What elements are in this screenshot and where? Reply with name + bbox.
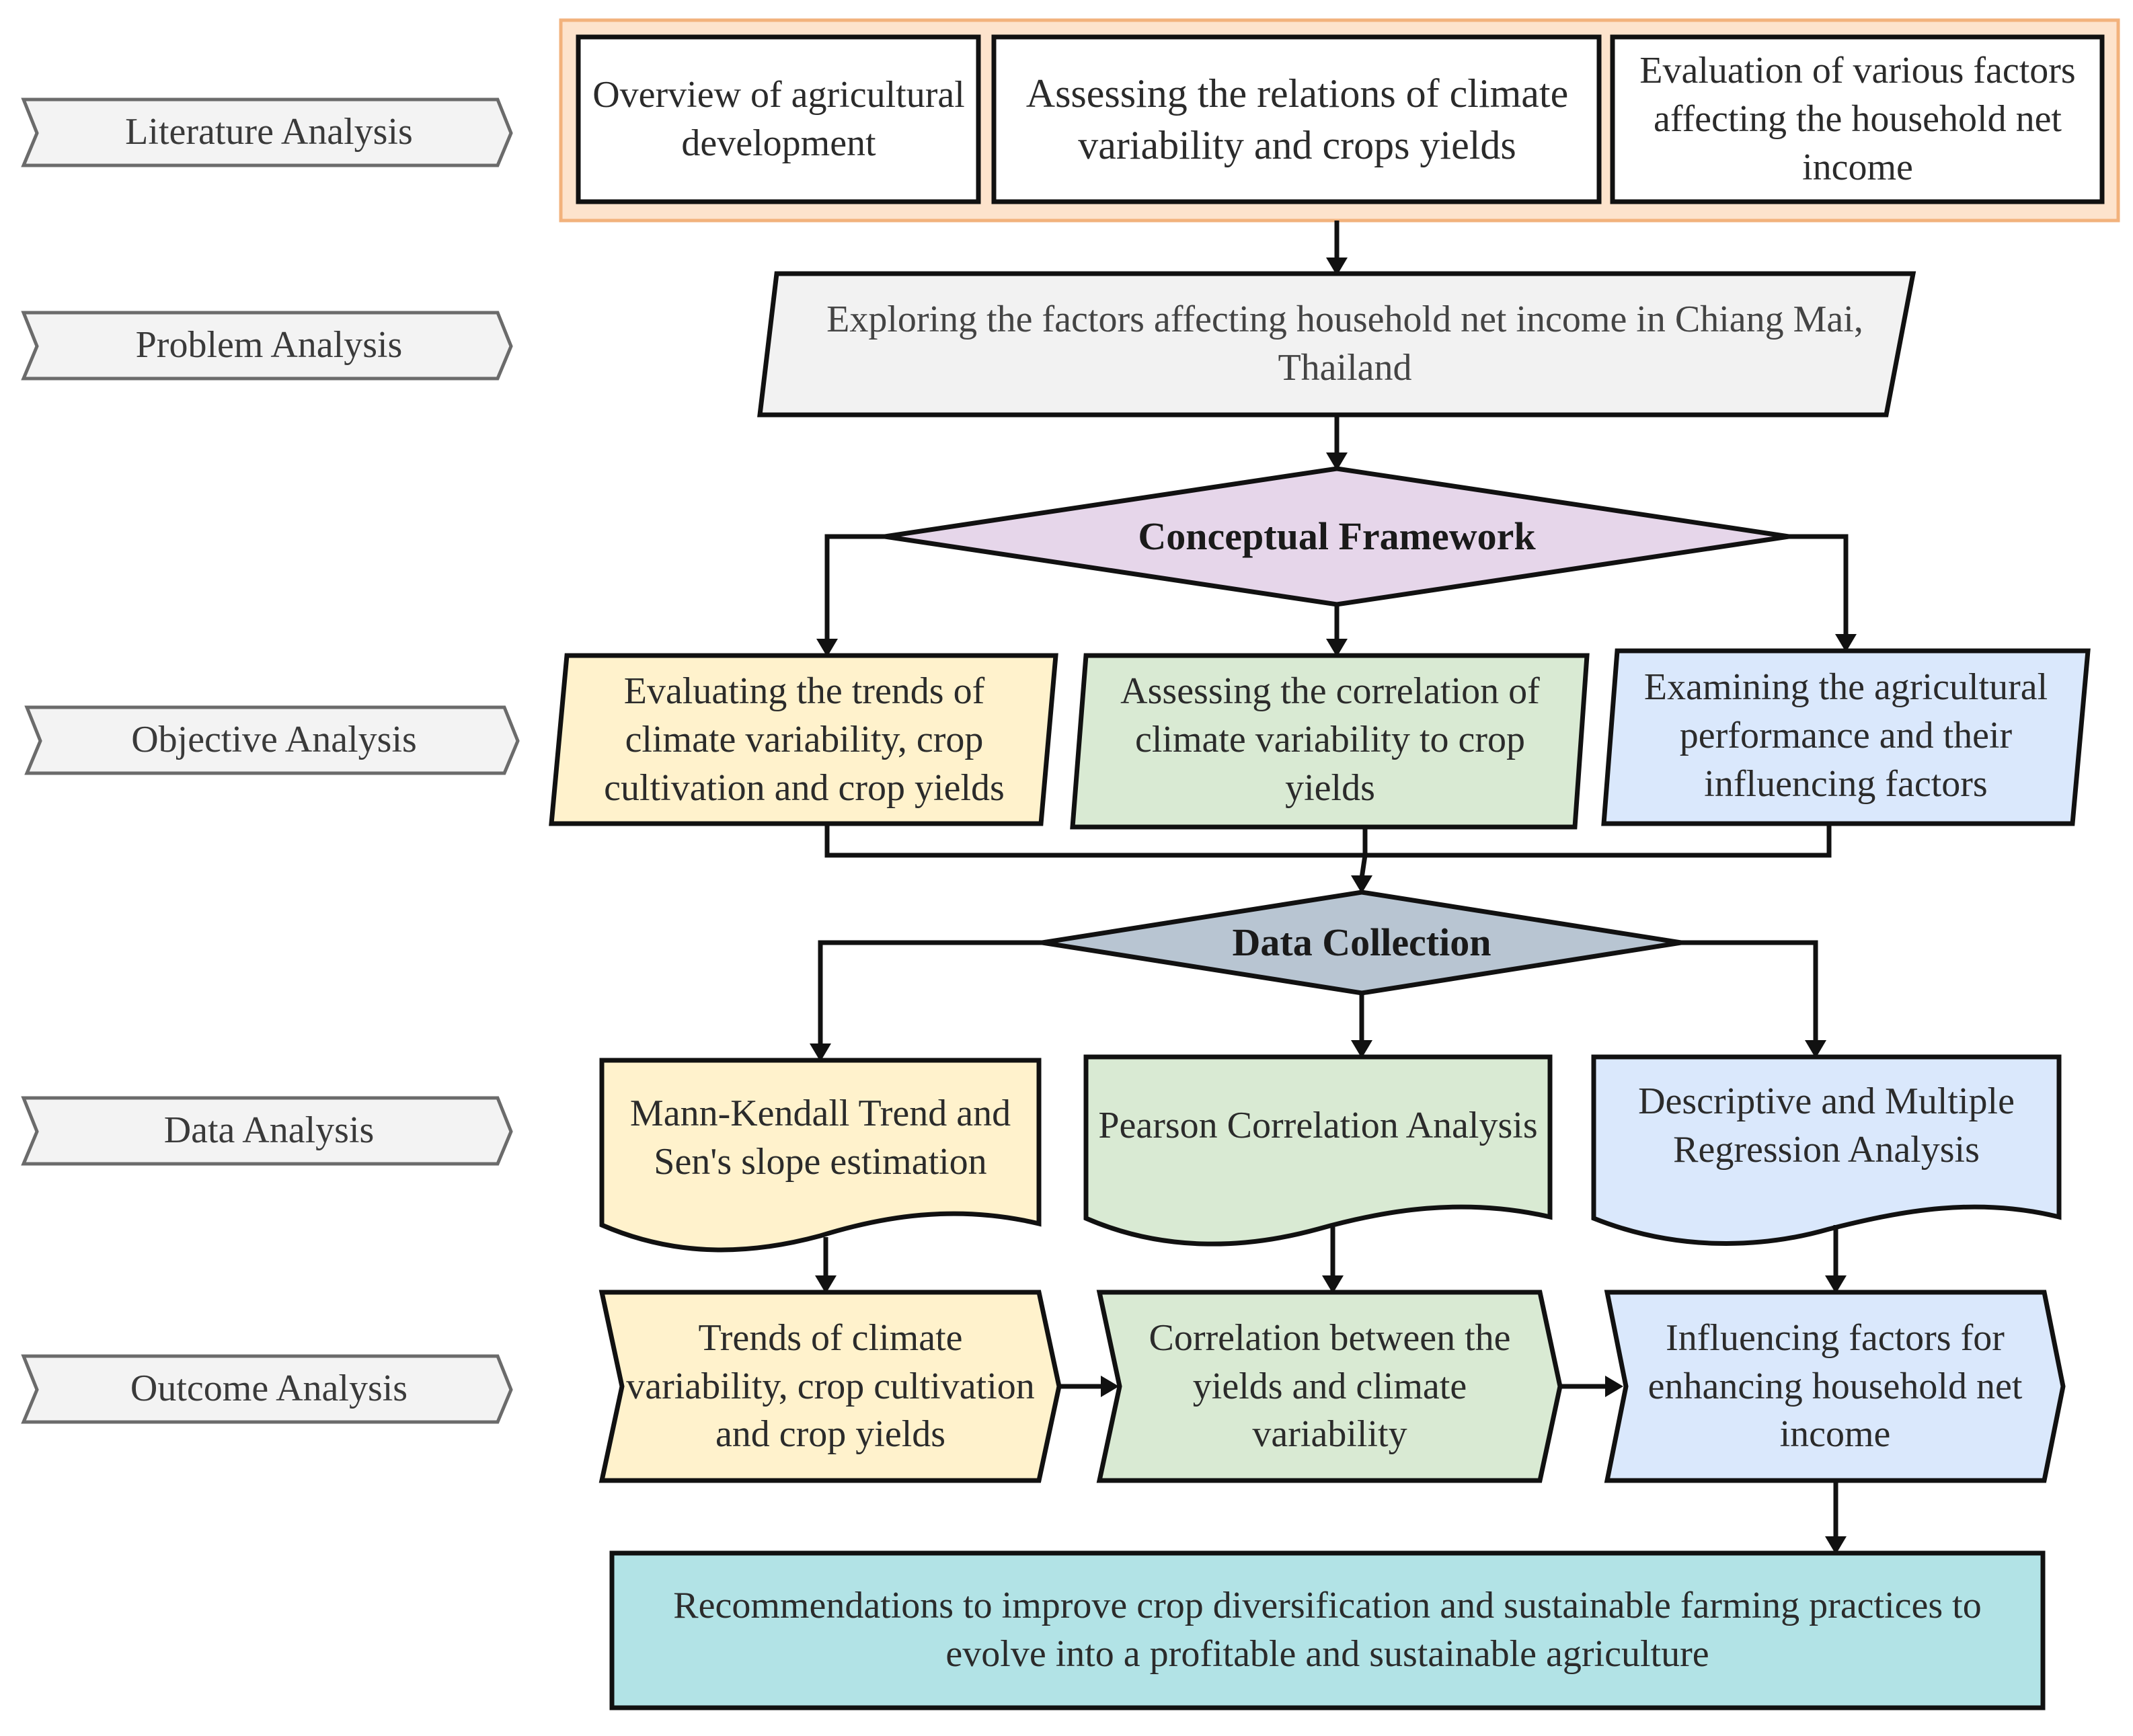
literature-box-relations: [991, 34, 1602, 204]
objective-box-correlation: [1070, 653, 1590, 830]
outcome-box-trends: [598, 1290, 1062, 1483]
objective-box-performance: [1601, 648, 2091, 826]
connector-datacollection-left: [818, 940, 1042, 1045]
literature-text-relations: Assessing the relations of climate varia…: [1025, 71, 1569, 167]
literature-text-overview: Overview of agricultural development: [592, 74, 965, 164]
connector-framework-left: [824, 534, 885, 641]
literature-box-factors: [1610, 34, 2105, 204]
arrowhead: [1605, 1376, 1623, 1397]
stage-tag-literature: [21, 97, 513, 167]
arrowhead: [815, 1275, 837, 1294]
literature-text-factors: Evaluation of various factors affecting …: [1639, 50, 2076, 188]
objective-text-performance: Examining the agricultural performance a…: [1643, 666, 2048, 805]
method-text-regression: Descriptive and Multiple Regression Anal…: [1638, 1080, 2015, 1171]
literature-box-overview: [576, 34, 981, 204]
arrowhead: [1351, 1040, 1372, 1058]
stage-label-problem: Problem Analysis: [135, 324, 403, 366]
connectors: [818, 221, 1849, 1538]
arrowhead: [816, 639, 838, 657]
stage-tag-data: [21, 1096, 513, 1166]
arrowhead: [810, 1043, 831, 1062]
arrowhead: [1326, 452, 1348, 471]
objective-box-trends: [549, 653, 1058, 826]
stage-label-literature: Literature Analysis: [125, 111, 413, 153]
data-collection-label: Data Collection: [1232, 920, 1491, 964]
arrowhead: [1101, 1376, 1119, 1397]
arrowhead: [1322, 1275, 1344, 1294]
stage-label-data: Data Analysis: [163, 1109, 375, 1152]
outcome-box-correlation: [1096, 1290, 1563, 1483]
connector-objectives-merge: [824, 824, 1832, 858]
problem-text: Exploring the factors affecting househol…: [826, 299, 1863, 389]
stage-tag-objective: [24, 705, 520, 775]
method-box-mann-kendall: [599, 1058, 1042, 1253]
outcome-text-influencing: Influencing factors for enhancing househ…: [1647, 1316, 2023, 1456]
outcome-box-influencing: [1604, 1290, 2066, 1483]
arrowhead: [1326, 258, 1348, 276]
outcome-text-correlation: Correlation between the yields and clima…: [1149, 1316, 1511, 1456]
method-text-mann-kendall: Mann-Kendall Trend and Sen's slope estim…: [629, 1092, 1011, 1183]
connector-framework-right: [1789, 534, 1849, 636]
problem-box: [757, 271, 1916, 418]
arrowhead: [1805, 1040, 1826, 1058]
connector-merge-datacollection: [1359, 827, 1368, 879]
arrowhead: [1835, 634, 1857, 652]
objective-text-trends: Evaluating the trends of climate variabi…: [604, 670, 1005, 809]
connector-datacollection-right: [1681, 940, 1818, 1042]
recommendation-box: [609, 1550, 2046, 1710]
method-box-regression: [1591, 1054, 2062, 1246]
objective-text-correlation: Assessing the correlation of climate var…: [1120, 670, 1540, 809]
arrowhead: [1825, 1536, 1847, 1554]
recommendation-text: Recommendations to improve crop diversif…: [673, 1585, 1982, 1675]
method-box-pearson: [1083, 1054, 1553, 1247]
stage-tag-outcome: [21, 1354, 513, 1424]
arrowhead: [1326, 639, 1348, 657]
conceptual-framework-label: Conceptual Framework: [1138, 514, 1536, 558]
stage-label-outcome: Outcome Analysis: [130, 1368, 408, 1410]
arrowhead: [1825, 1275, 1847, 1294]
arrowheads: [810, 258, 1857, 1554]
arrowhead: [1351, 875, 1372, 894]
stage-label-objective: Objective Analysis: [131, 719, 417, 761]
outcome-text-trends: Trends of climate variability, crop cult…: [626, 1316, 1035, 1456]
stage-tag-problem: [21, 311, 513, 381]
method-text-pearson: Pearson Correlation Analysis: [1098, 1105, 1538, 1147]
